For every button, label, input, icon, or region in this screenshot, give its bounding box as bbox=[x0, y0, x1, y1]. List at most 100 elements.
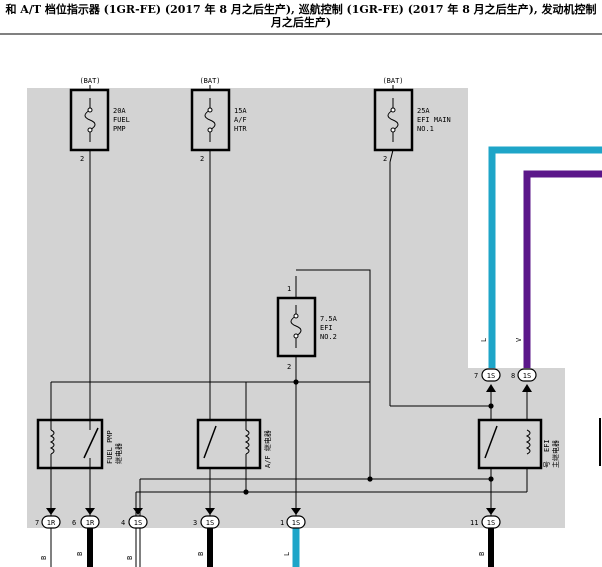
connector-bottom-1s-1: 1 1S L bbox=[280, 508, 306, 556]
fuse-pin: 1 bbox=[287, 285, 291, 293]
fuse-name: HTR bbox=[234, 125, 247, 133]
junction-dot bbox=[488, 476, 494, 482]
connector-id: 1S bbox=[292, 519, 300, 527]
connector-pin: 7 bbox=[35, 519, 39, 527]
connector-pin: 4 bbox=[121, 519, 125, 527]
connector-arrow-icon bbox=[46, 508, 56, 515]
fuse-efi-no2: 1 7.5A EFI NO.2 2 bbox=[276, 285, 338, 371]
fuse-pin: 2 bbox=[80, 155, 84, 163]
connector-top-1s-8: V 8 1S bbox=[511, 337, 537, 392]
relay-a-f: A/F 继电器 bbox=[196, 418, 272, 470]
internal-wiring bbox=[50, 162, 528, 516]
fuse-pin: 2 bbox=[200, 155, 204, 163]
relay-body bbox=[477, 418, 543, 470]
fuse-source-label: (BAT) bbox=[382, 77, 403, 85]
fuse-name: EFI MAIN bbox=[417, 116, 451, 124]
wire-color-label: V bbox=[515, 337, 523, 342]
connector-top-1s-7: L 7 1S bbox=[474, 338, 501, 392]
relay-body bbox=[36, 418, 104, 470]
fuse-element-icon bbox=[204, 98, 216, 142]
fuse-pin: 2 bbox=[287, 363, 291, 371]
relay-fuel-pmp: FUEL PMP 继电器 bbox=[36, 418, 123, 470]
connector-bottom-1s-11: 11 1S B bbox=[470, 508, 501, 556]
fuse-rating: 25A bbox=[417, 107, 430, 115]
relay-label: A/F 继电器 bbox=[263, 430, 272, 468]
connector-id: 1S bbox=[487, 519, 495, 527]
connector-arrow-icon bbox=[486, 508, 496, 515]
connector-arrow-icon bbox=[522, 384, 532, 392]
relay-coil-icon bbox=[49, 429, 55, 455]
fuse-name: PMP bbox=[113, 125, 126, 133]
relay-label: 主继电器 bbox=[551, 440, 560, 468]
connector-oval bbox=[128, 515, 148, 529]
connector-pin: 1 bbox=[280, 519, 284, 527]
connector-oval bbox=[41, 515, 61, 529]
fuse-source-label: (BAT) bbox=[199, 77, 220, 85]
junction-dot bbox=[367, 476, 373, 482]
junction-dot bbox=[293, 379, 299, 385]
wire-color-label: B bbox=[478, 552, 486, 556]
fuse-name: NO.1 bbox=[417, 125, 434, 133]
relay-label: 继电器 bbox=[114, 443, 123, 464]
connector-oval bbox=[80, 515, 100, 529]
fuse-fuel-pmp: (BAT) 20A FUEL PMP 2 bbox=[69, 77, 130, 163]
connector-pin: 3 bbox=[193, 519, 197, 527]
relay-label: EFI bbox=[543, 439, 551, 452]
wire-color-label: L bbox=[480, 338, 488, 342]
connector-oval bbox=[286, 515, 306, 529]
wire-color-label: B bbox=[40, 556, 48, 560]
title-line-1: 和 A/T 档位指示器 (1GR-FE) (2017 年 8 月之后生产), 巡… bbox=[5, 3, 597, 16]
connector-pin: 6 bbox=[72, 519, 76, 527]
fuse-element-icon bbox=[84, 98, 96, 142]
connector-id: 1S bbox=[487, 372, 495, 380]
connector-bottom-1s-4: 4 1S B bbox=[121, 508, 148, 560]
connector-bottom-1r-6: 6 1R B bbox=[72, 508, 100, 556]
junction-dot bbox=[488, 403, 494, 409]
connector-arrow-icon bbox=[85, 508, 95, 515]
connector-id: 1S bbox=[523, 372, 531, 380]
relay-body bbox=[196, 418, 262, 470]
fuse-rating: 20A bbox=[113, 107, 126, 115]
wire-color-label: B bbox=[197, 552, 205, 556]
fuse-name: A/F bbox=[234, 116, 247, 124]
connector-id: 1R bbox=[86, 519, 95, 527]
fuse-name: EFI bbox=[320, 324, 333, 332]
connector-oval bbox=[481, 515, 501, 529]
connector-id: 1S bbox=[134, 519, 142, 527]
relay-switch-icon bbox=[484, 425, 498, 459]
fuse-source-label: (BAT) bbox=[79, 77, 100, 85]
wire-blue-l bbox=[488, 146, 602, 368]
relay-label: FUEL PMP bbox=[106, 430, 114, 464]
relay-switch-icon bbox=[203, 425, 217, 459]
relay-efi-main: 号 EFI 主继电器 bbox=[477, 418, 560, 470]
junction-dot bbox=[243, 489, 249, 495]
connector-bottom-1s-3: 3 1S B bbox=[193, 508, 220, 556]
fuse-pin: 2 bbox=[383, 155, 387, 163]
fuse-a-f-htr: (BAT) 15A A/F HTR 2 bbox=[190, 77, 247, 163]
connector-arrow-icon bbox=[486, 384, 496, 392]
connector-pin: 8 bbox=[511, 372, 515, 380]
connector-oval bbox=[517, 368, 537, 382]
fuse-body bbox=[276, 296, 317, 358]
fuse-element-icon bbox=[290, 305, 302, 348]
relay-label: 号 bbox=[543, 461, 551, 468]
fuse-name: NO.2 bbox=[320, 333, 337, 341]
fuse-element-icon bbox=[387, 98, 399, 142]
wire-color-label: B bbox=[126, 556, 134, 560]
connector-id: 1S bbox=[206, 519, 214, 527]
wire-color-label: L bbox=[283, 552, 291, 556]
connector-id: 1R bbox=[47, 519, 56, 527]
relay-coil-icon bbox=[525, 429, 531, 455]
wire-violet-v bbox=[523, 170, 602, 368]
wire-color-label: B bbox=[76, 552, 84, 556]
connector-arrow-icon bbox=[133, 508, 143, 515]
connector-oval bbox=[200, 515, 220, 529]
fuse-efi-main-no1: (BAT) 25A EFI MAIN NO.1 2 bbox=[373, 77, 451, 163]
fuse-rating: 7.5A bbox=[320, 315, 338, 323]
relay-coil-icon bbox=[244, 429, 250, 455]
relay-switch-icon bbox=[83, 427, 99, 459]
connector-bottom-1r-7: 7 1R B bbox=[35, 508, 61, 560]
diagram-title: 和 A/T 档位指示器 (1GR-FE) (2017 年 8 月之后生产), 巡… bbox=[0, 3, 602, 29]
connector-arrow-icon bbox=[205, 508, 215, 515]
